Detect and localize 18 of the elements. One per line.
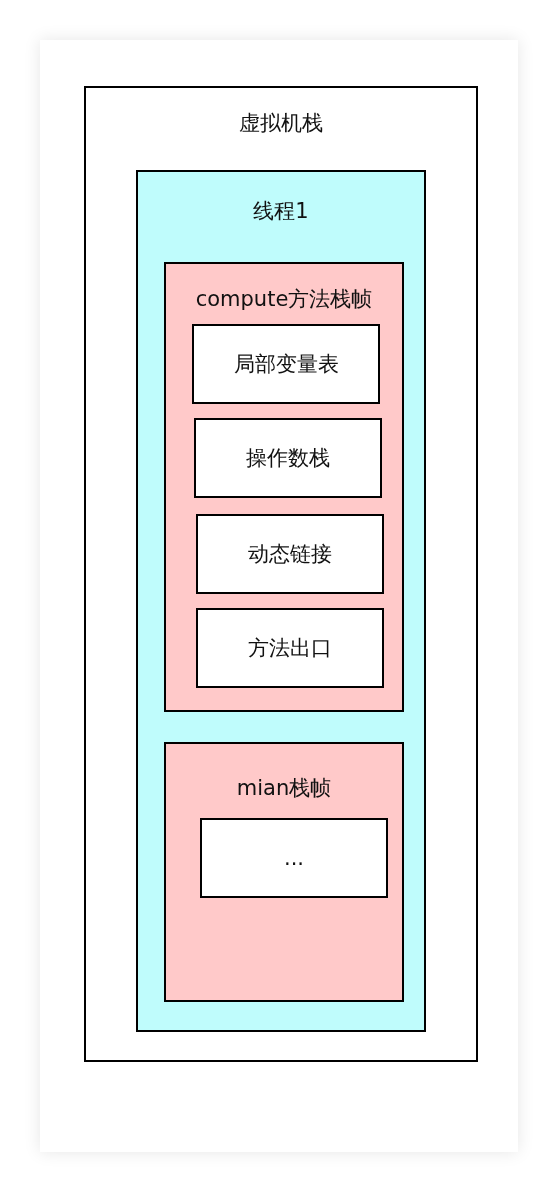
- entry-label: 方法出口: [248, 635, 332, 661]
- entry-label: 动态链接: [248, 541, 332, 567]
- panel-heading: 虚拟机栈: [239, 110, 323, 136]
- stack-frame-panel: [164, 742, 404, 1002]
- frame-entry-box: [196, 514, 384, 594]
- thread-panel: [136, 170, 426, 1032]
- panel-heading: mian栈帧: [236, 775, 332, 801]
- panel-heading: compute方法栈帧: [195, 286, 373, 312]
- entry-label: 操作数栈: [246, 445, 330, 471]
- frame-entry-box: [194, 418, 382, 498]
- panel-heading: 线程1: [253, 198, 309, 224]
- frame-entry-box: [200, 818, 388, 898]
- frame-entry-box: [192, 324, 380, 404]
- frame-entry-box: [196, 608, 384, 688]
- stack-frame-panel: [164, 262, 404, 712]
- entry-label: ...: [284, 845, 304, 871]
- stack-container: [84, 86, 478, 1062]
- entry-label: 局部变量表: [233, 351, 339, 377]
